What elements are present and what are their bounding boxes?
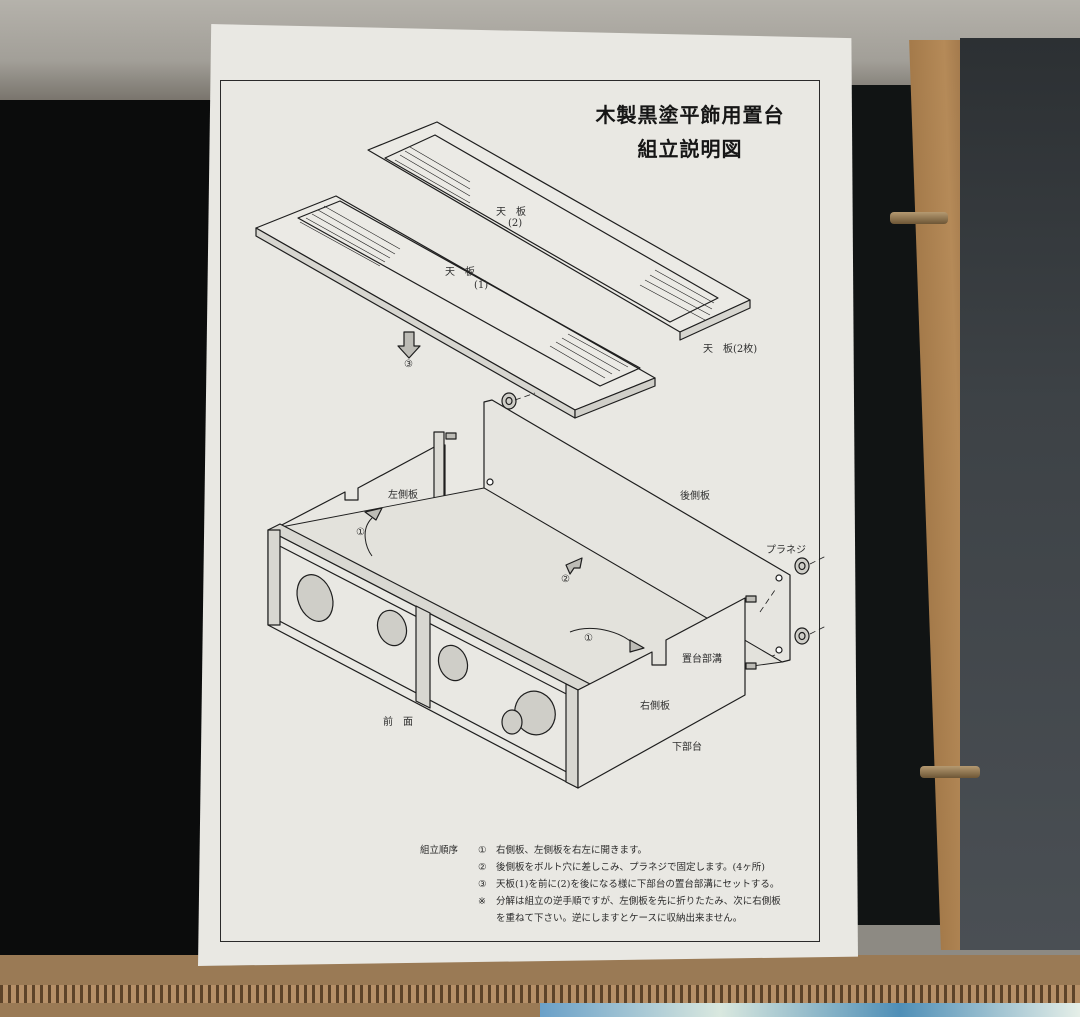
- instructions-header: 組立順序: [420, 845, 459, 856]
- label-back-board: 後側板: [680, 491, 710, 502]
- instruction-note-continued: を重ねて下さい。逆にしますとケースに収納出来ません。: [496, 913, 743, 924]
- step-marker-3: ③: [404, 359, 413, 370]
- label-top-board-2: 天 板: [496, 207, 526, 218]
- label-top-board-1: 天 板: [445, 267, 475, 278]
- arrow-center-icon: [565, 557, 583, 575]
- curved-arrow-left-icon: [364, 517, 373, 557]
- title-product-name: 木製黒塗平飾用置台: [595, 103, 785, 127]
- sheet-border-frame: [220, 80, 820, 942]
- label-front: 前 面: [383, 717, 413, 728]
- label-top-boards-pair: 天 板(2枚): [703, 344, 758, 355]
- label-top-board-1-number: (1): [474, 280, 489, 291]
- step-marker-1-left: ①: [356, 527, 365, 538]
- down-arrow-icon: [397, 331, 421, 359]
- label-right-side-board: 右側板: [640, 701, 670, 712]
- right-side-board-shape: [577, 595, 757, 789]
- instruction-note: ※分解は組立の逆手順ですが、左側板を先に折りたたみ、次に右側板: [478, 896, 781, 907]
- wing-nut-shapes: [501, 392, 810, 645]
- step-marker-1-right: ①: [584, 633, 593, 644]
- label-groove: 置台部溝: [682, 654, 722, 665]
- bolt-lower: [920, 766, 980, 778]
- label-base: 下部台: [672, 742, 702, 753]
- label-left-side-board: 左側板: [388, 490, 418, 501]
- step-marker-2: ②: [561, 574, 570, 585]
- label-wing-screw: プラネジ: [766, 545, 806, 556]
- front-panel-shape: [267, 523, 591, 789]
- fabric-pattern: [540, 1003, 1080, 1017]
- top-board-2-shape: [367, 121, 751, 341]
- title-assembly-diagram: 組立説明図: [637, 137, 743, 161]
- black-lacquered-board: [960, 38, 1080, 950]
- cardboard-corrugation: [0, 985, 1080, 1003]
- top-board-1-shape: [255, 195, 656, 419]
- bolt-upper: [890, 212, 948, 224]
- label-top-board-2-number: (2): [508, 218, 523, 229]
- page-title: 木製黒塗平飾用置台 組立説明図: [570, 98, 810, 166]
- dark-panel-left: [0, 100, 215, 970]
